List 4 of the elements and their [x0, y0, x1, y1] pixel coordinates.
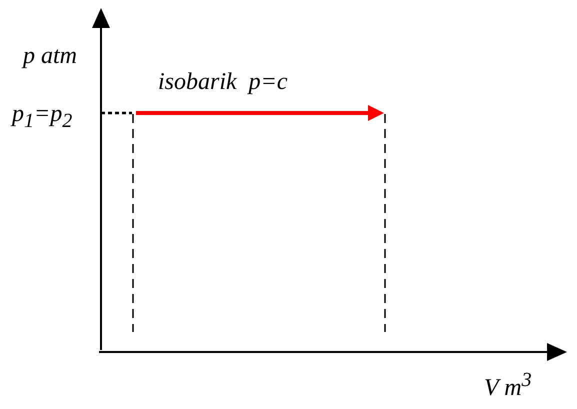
axis-label: V m$^{3}$: [484, 370, 532, 400]
axis-label: p atm: [23, 44, 77, 68]
pressure-value-label: p$_{1}$=p$_{2}$: [12, 102, 72, 131]
process-label: isobarik p=c: [158, 70, 288, 94]
